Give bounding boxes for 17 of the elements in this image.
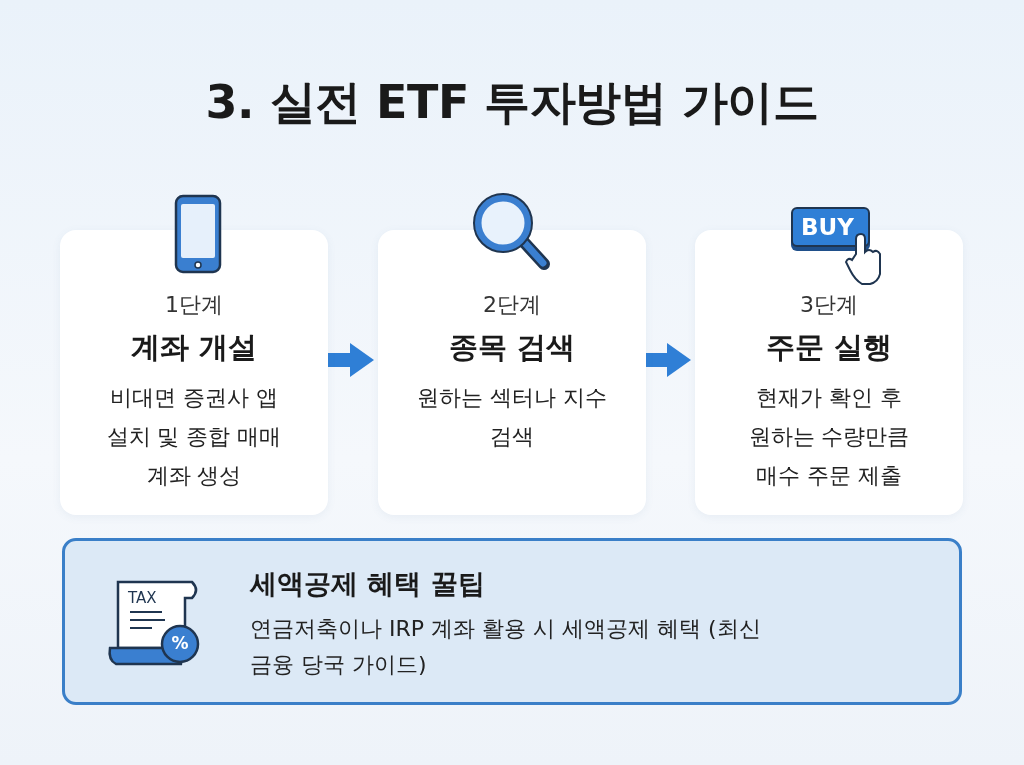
step-number: 1단계 [164,291,224,319]
step-description: 원하는 섹터나 지수 검색 [416,384,608,451]
step-title: 계좌 개설 [129,329,259,366]
step-number: 2단계 [482,291,542,319]
step-card [60,230,328,515]
step-description: 현재가 확인 후 원하는 수량만큼 매수 주문 제출 [747,384,911,490]
tax-text: TAX [128,589,158,607]
step-number: 3단계 [799,291,859,319]
step-card [378,230,646,515]
tip-title: 세액공제 혜택 꿀팁 [250,567,485,601]
tip-description: 연금저축이나 IRP 계좌 활용 시 세액공제 혜택 (최신 금융 당국 가이드) [250,615,762,679]
step-title: 종목 검색 [447,329,577,366]
step-description: 비대면 증권사 앱 설치 및 종합 매매 계좌 생성 [105,384,283,490]
step-title: 주문 실행 [764,329,894,366]
title: 3. 실전 ETF 투자방법 가이드 [204,74,820,131]
tip-box [62,538,962,705]
percent-sign: % [170,633,190,655]
